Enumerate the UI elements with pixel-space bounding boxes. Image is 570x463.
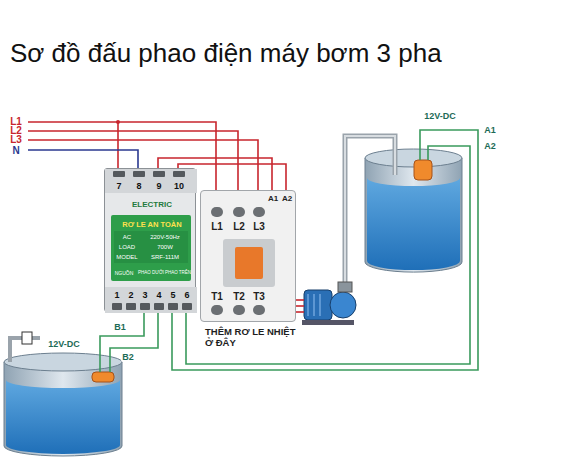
power-wires	[28, 120, 304, 312]
load-terminal: T3	[253, 292, 265, 302]
terminal-screw	[133, 171, 145, 177]
spec-value: SRF-111M	[151, 254, 179, 260]
spec-key: MODEL	[116, 254, 137, 260]
phase-label: L3	[9, 135, 23, 145]
lower-tank	[4, 353, 122, 456]
terminal-number: 3	[142, 291, 147, 300]
panel-title: RƠ LE AN TOÀN	[122, 221, 181, 229]
terminal-screw	[233, 207, 245, 217]
terminal-number: 9	[156, 182, 161, 191]
terminal-screw	[173, 171, 185, 177]
terminal-number: 8	[136, 182, 141, 191]
voltage-label: 12V-DC	[423, 112, 457, 121]
led-label: NGUỒN	[115, 271, 134, 276]
safety-relay-module: ELECTRIC RƠ LE AN TOÀN AC 220V-50HzLOAD 700W…	[104, 168, 196, 312]
brand-name: ELECTRIC	[132, 201, 172, 209]
contactor-actuator	[235, 247, 263, 279]
line-terminal: L3	[253, 222, 265, 232]
line-terminal: L2	[233, 222, 245, 232]
terminal-screw	[182, 303, 192, 310]
coil-terminal: A2	[282, 195, 292, 203]
upper-tank	[365, 149, 462, 272]
terminal-screw	[253, 207, 265, 217]
float-terminal: A2	[483, 142, 497, 151]
neutral-label: N	[11, 146, 20, 156]
water-pipe	[345, 136, 395, 284]
terminal-screw	[113, 171, 125, 177]
terminal-screw	[211, 207, 223, 217]
pump-symbol	[302, 282, 356, 325]
float-terminal: B1	[113, 323, 127, 332]
water-pipe-shine	[345, 136, 395, 284]
spec-key: AC	[123, 234, 131, 240]
spec-value: 700W	[157, 244, 173, 250]
line-terminal: L1	[211, 222, 223, 232]
terminal-screw	[211, 305, 223, 315]
note-text: THÊM RƠ LE NHIỆT Ở ĐÂY	[204, 326, 306, 349]
terminal-screw	[253, 305, 265, 315]
led-label: PHAO DƯỚI	[138, 271, 164, 276]
led-label: PHAO TRÊN	[165, 271, 191, 276]
spec-key: LOAD	[119, 244, 135, 250]
terminal-number: 5	[170, 291, 175, 300]
terminal-screw	[112, 303, 122, 310]
terminal-screw	[168, 303, 178, 310]
control-wire	[158, 158, 272, 190]
terminal-number: 1	[114, 291, 119, 300]
voltage-label: 12V-DC	[47, 340, 81, 349]
float-terminal: A1	[483, 126, 497, 135]
float-wires	[100, 130, 478, 372]
spec-value: 220V-50Hz	[150, 234, 180, 240]
coil-terminal: A1	[268, 195, 278, 203]
terminal-screw	[153, 171, 165, 177]
load-terminal: T2	[233, 292, 245, 302]
title: Sơ đồ đấu phao điện máy bơm 3 pha	[10, 40, 442, 66]
terminal-screw	[140, 303, 150, 310]
terminal-screw	[154, 303, 164, 310]
terminal-number: 10	[174, 182, 184, 191]
float-switch	[92, 160, 432, 382]
valve-symbol	[22, 332, 32, 344]
contactor: A1 A2L1 L2 L3T1 T2 T3	[200, 190, 296, 322]
terminal-screw	[126, 303, 136, 310]
terminal-screw	[233, 305, 245, 315]
terminal-number: 7	[116, 182, 121, 191]
terminal-number: 6	[184, 291, 189, 300]
float-terminal: B2	[121, 353, 135, 362]
terminal-number: 4	[156, 291, 161, 300]
load-terminal: T1	[211, 292, 223, 302]
terminal-number: 2	[128, 291, 133, 300]
